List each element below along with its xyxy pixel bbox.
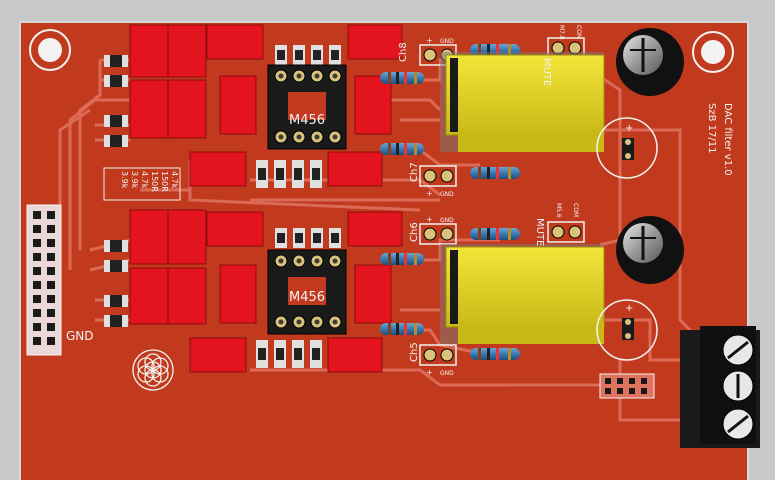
channel-label-ch6: Ch6 bbox=[409, 222, 420, 242]
board-subtitle: SzB 17/11 bbox=[706, 103, 717, 153]
ic-socket-lower bbox=[267, 249, 347, 335]
resistor bbox=[470, 228, 520, 240]
resistor-value: 150R bbox=[160, 171, 169, 192]
relay-pin-m78: M7.8 bbox=[558, 25, 565, 40]
resistor bbox=[380, 253, 424, 265]
cap-plus-lower: + bbox=[625, 303, 633, 314]
gnd-label: GND bbox=[66, 329, 94, 343]
ic-label-upper: M456 bbox=[289, 113, 325, 128]
board-title: DAC filter v1.0 bbox=[722, 103, 733, 176]
resistor bbox=[380, 72, 424, 84]
capacitor-bottom-icon bbox=[596, 216, 684, 361]
pin-gnd-ch7: GND bbox=[440, 191, 454, 198]
gnd-pin-header bbox=[26, 204, 62, 356]
resistor bbox=[470, 167, 520, 179]
smd-resistor-array-lower bbox=[256, 228, 341, 368]
film-capacitors-lower bbox=[129, 209, 403, 373]
smd-pads-left bbox=[104, 55, 128, 327]
channel-label-ch8: Ch8 bbox=[398, 42, 409, 62]
pin-plus-ch5: + bbox=[426, 368, 433, 377]
resistor bbox=[380, 143, 424, 155]
relay-pin-com-upper: COM bbox=[575, 25, 582, 39]
channel-label-ch7: Ch7 bbox=[409, 162, 420, 182]
cap-plus-upper: + bbox=[625, 123, 633, 134]
pin-plus-ch8: + bbox=[426, 36, 433, 45]
relay-pin-com-lower: COM bbox=[572, 203, 579, 217]
resistors bbox=[380, 44, 520, 360]
ic-label-lower: M456 bbox=[289, 290, 325, 305]
smd-resistor-array-upper bbox=[256, 45, 341, 188]
capacitor-top-icon bbox=[596, 28, 684, 179]
resistor bbox=[470, 348, 520, 360]
resistor-value: 150R bbox=[150, 171, 159, 192]
mute-label-upper: MUTE bbox=[541, 58, 552, 86]
pin-gnd-ch8: GND bbox=[440, 38, 454, 45]
ic-socket-upper bbox=[267, 64, 347, 150]
channel-headers bbox=[419, 37, 585, 366]
resistor bbox=[380, 323, 424, 335]
resistor-values-box bbox=[103, 167, 181, 201]
mounting-hole-top-right bbox=[692, 31, 734, 73]
channel-label-ch5: Ch5 bbox=[409, 342, 420, 362]
pin-gnd-ch5: GND bbox=[440, 370, 454, 377]
film-capacitors-upper bbox=[129, 24, 403, 187]
resistor-value: 4.7k bbox=[170, 171, 179, 189]
resistor-value: 3.9k bbox=[130, 171, 139, 189]
resistor-value: 3.9k bbox=[120, 171, 129, 189]
pin-header-small bbox=[599, 373, 655, 399]
screw-terminal-icon bbox=[680, 326, 760, 448]
pin-gnd-ch6: GND bbox=[440, 217, 454, 224]
relay-lower bbox=[440, 244, 605, 344]
relay-upper bbox=[440, 52, 605, 152]
mute-label-lower: MUTE bbox=[534, 218, 545, 246]
mounting-hole-top-left bbox=[29, 29, 71, 71]
flower-of-life-logo-icon bbox=[132, 349, 174, 391]
pin-plus-ch7: + bbox=[426, 189, 433, 198]
pin-plus-ch6: + bbox=[426, 215, 433, 224]
relay-pin-m56: M5.6 bbox=[555, 203, 562, 218]
resistor-value: 4.7k bbox=[140, 171, 149, 189]
